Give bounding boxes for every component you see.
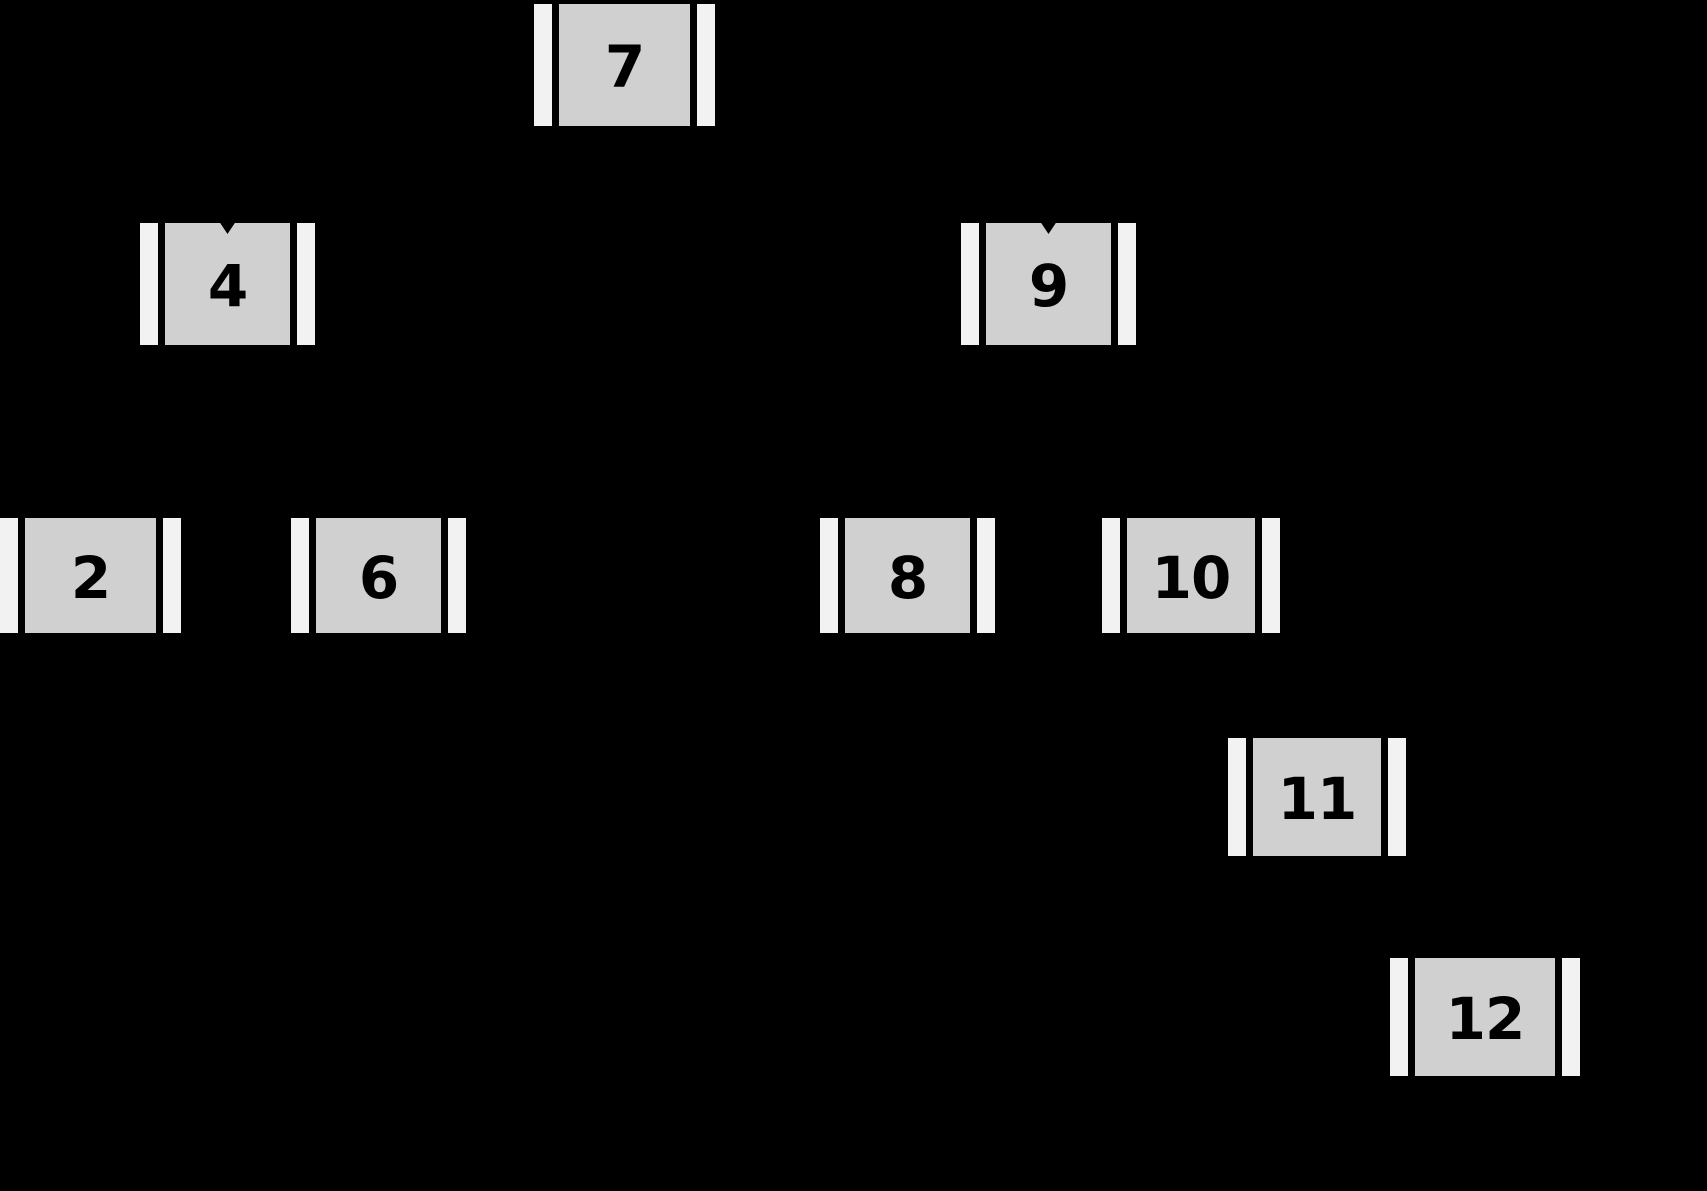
tree-edge <box>623 124 1049 225</box>
left-stub-gap <box>1120 518 1127 633</box>
tree-node[interactable]: 4 <box>140 222 315 345</box>
tree-edge <box>224 343 379 519</box>
right-null-pointer-stub <box>977 518 995 633</box>
left-null-pointer-stub <box>0 518 18 633</box>
tree-edge <box>226 120 625 221</box>
right-null-pointer-stub <box>1562 958 1580 1076</box>
right-stub-gap <box>441 518 448 633</box>
right-null-pointer-stub <box>1118 223 1136 345</box>
node-key-box[interactable]: 11 <box>1253 738 1381 856</box>
node-key-label: 6 <box>358 543 399 612</box>
left-null-pointer-stub <box>291 518 309 633</box>
left-null-pointer-stub <box>961 223 979 345</box>
right-stub-gap <box>156 518 163 633</box>
node-key-label: 2 <box>70 543 111 612</box>
incoming-edge-notch-icon <box>1040 222 1057 234</box>
right-null-pointer-stub <box>448 518 466 633</box>
tree-node[interactable]: 10 <box>1102 518 1280 633</box>
left-stub-gap <box>158 223 165 345</box>
node-key-box[interactable]: 9 <box>986 222 1111 345</box>
right-null-pointer-stub <box>163 518 181 633</box>
tree-edge <box>904 340 1049 516</box>
tree-node[interactable]: 7 <box>534 4 715 126</box>
left-null-pointer-stub <box>140 223 158 345</box>
right-stub-gap <box>1111 223 1118 345</box>
tree-edge <box>87 340 228 516</box>
tree-node[interactable]: 11 <box>1228 738 1406 856</box>
right-stub-gap <box>290 223 297 345</box>
node-key-label: 8 <box>887 543 928 612</box>
node-key-box[interactable]: 6 <box>316 518 441 633</box>
tree-node[interactable]: 9 <box>961 222 1136 345</box>
left-null-pointer-stub <box>820 518 838 633</box>
node-key-label: 10 <box>1151 543 1232 612</box>
left-null-pointer-stub <box>1228 738 1246 856</box>
tree-node[interactable]: 6 <box>291 518 466 633</box>
left-null-pointer-stub <box>534 4 552 126</box>
left-stub-gap <box>1408 958 1415 1076</box>
node-key-label: 4 <box>207 252 248 320</box>
tree-edge <box>1188 631 1317 740</box>
node-key-box[interactable]: 2 <box>25 518 156 633</box>
left-null-pointer-stub <box>1390 958 1408 1076</box>
right-stub-gap <box>1381 738 1388 856</box>
node-key-label: 11 <box>1277 765 1358 833</box>
node-key-label: 9 <box>1028 252 1069 320</box>
right-stub-gap <box>690 4 697 126</box>
left-stub-gap <box>309 518 316 633</box>
node-key-box[interactable]: 4 <box>165 222 290 345</box>
tree-node[interactable]: 2 <box>0 518 181 633</box>
incoming-edge-notch-icon <box>219 222 236 234</box>
right-null-pointer-stub <box>297 223 315 345</box>
right-null-pointer-stub <box>1388 738 1406 856</box>
node-key-label: 7 <box>604 33 645 101</box>
left-null-pointer-stub <box>1102 518 1120 633</box>
node-key-box[interactable]: 10 <box>1127 518 1255 633</box>
node-key-label: 12 <box>1445 985 1526 1053</box>
left-stub-gap <box>838 518 845 633</box>
left-stub-gap <box>552 4 559 126</box>
node-key-box[interactable]: 8 <box>845 518 970 633</box>
right-stub-gap <box>1255 518 1262 633</box>
right-null-pointer-stub <box>697 4 715 126</box>
right-stub-gap <box>970 518 977 633</box>
tree-node[interactable]: 8 <box>820 518 995 633</box>
right-null-pointer-stub <box>1262 518 1280 633</box>
tree-edge <box>1045 343 1191 519</box>
left-stub-gap <box>18 518 25 633</box>
tree-edge <box>1314 854 1485 960</box>
tree-node[interactable]: 12 <box>1390 958 1580 1076</box>
node-key-box[interactable]: 7 <box>559 4 690 126</box>
left-stub-gap <box>979 223 986 345</box>
node-key-box[interactable]: 12 <box>1415 958 1555 1076</box>
right-stub-gap <box>1555 958 1562 1076</box>
left-stub-gap <box>1246 738 1253 856</box>
